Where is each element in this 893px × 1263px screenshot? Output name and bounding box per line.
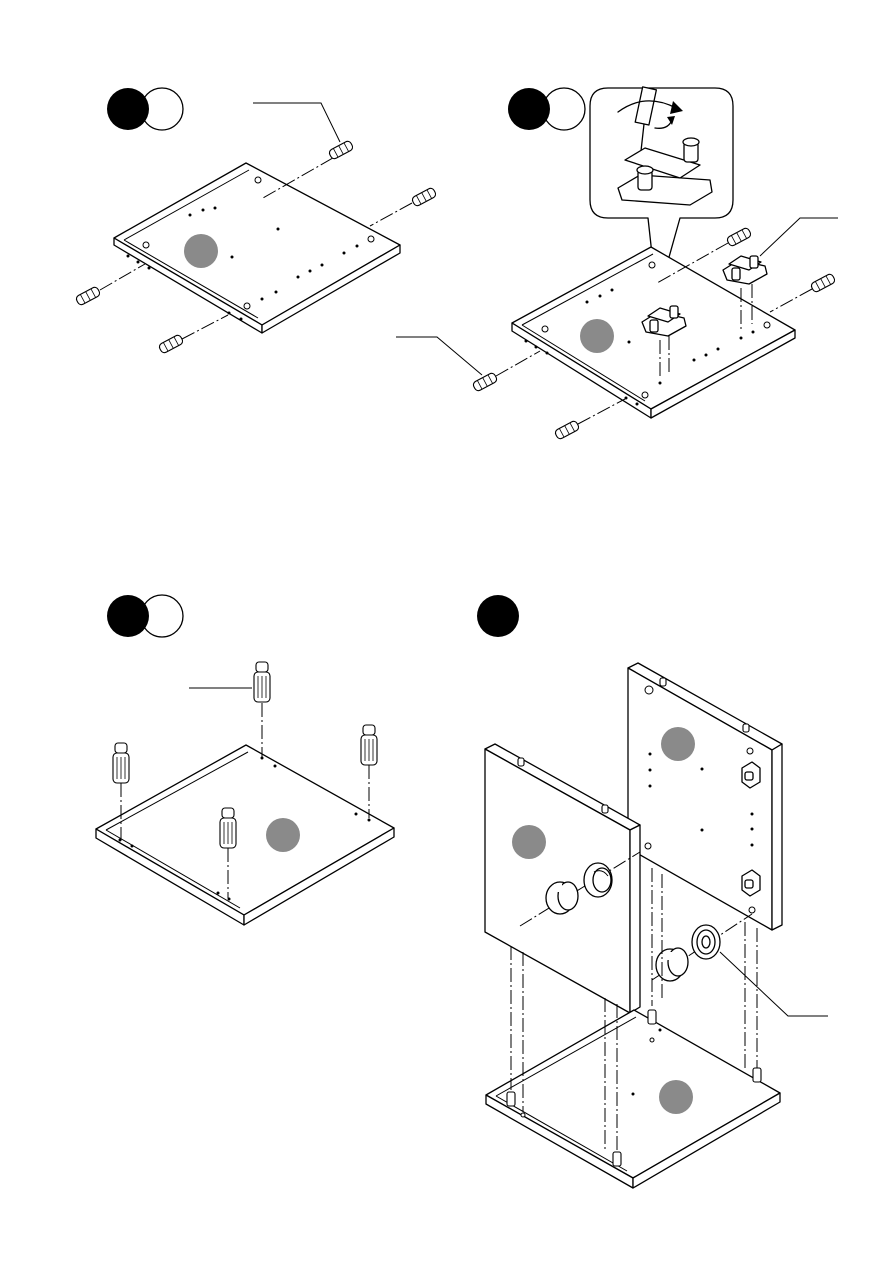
part-number-badge: [661, 727, 695, 761]
side-panel-left: [485, 744, 651, 1013]
callout-leader: [396, 337, 482, 375]
hinge-mount-plate-icon: [742, 870, 760, 896]
step-b-panel: [396, 87, 838, 440]
cam-lock-icon: [692, 925, 720, 959]
callout-leader: [253, 103, 340, 142]
dowel-icon: [158, 315, 228, 354]
connector-bolt-icon: [254, 662, 270, 758]
shelf-board: [96, 745, 394, 925]
dowel-icon: [370, 187, 437, 226]
step-c-badge: [107, 595, 183, 637]
part-number-badge: [659, 1080, 693, 1114]
shelf-board: [114, 163, 400, 333]
dowel-icon: [75, 264, 145, 306]
step-b-badge: [508, 88, 585, 130]
callout-leader: [760, 218, 838, 256]
hinge-mount-plate-icon: [742, 762, 760, 788]
step-d-badge: [477, 595, 519, 637]
callout-leader: [720, 952, 828, 1016]
connector-bolt-icon: [361, 725, 377, 818]
step-a-panel: [75, 88, 437, 354]
cam-lock-icon: [584, 863, 612, 897]
step-c-panel: [96, 595, 394, 925]
side-panel-right: [628, 663, 782, 930]
cam-lock-icon: [656, 948, 688, 981]
dowel-icon: [472, 351, 540, 392]
step-a-badge: [107, 88, 183, 130]
part-number-badge: [512, 825, 546, 859]
step-d-panel: [477, 595, 828, 1188]
dowel-icon: [554, 399, 625, 440]
part-number-badge: [580, 319, 614, 353]
connector-bolt-icon: [745, 922, 761, 1082]
part-number-badge: [184, 234, 218, 268]
connector-bolt-icon: [648, 868, 662, 1024]
dowel-icon: [770, 273, 836, 312]
bottom-board: [486, 1010, 780, 1188]
part-number-badge: [266, 818, 300, 852]
